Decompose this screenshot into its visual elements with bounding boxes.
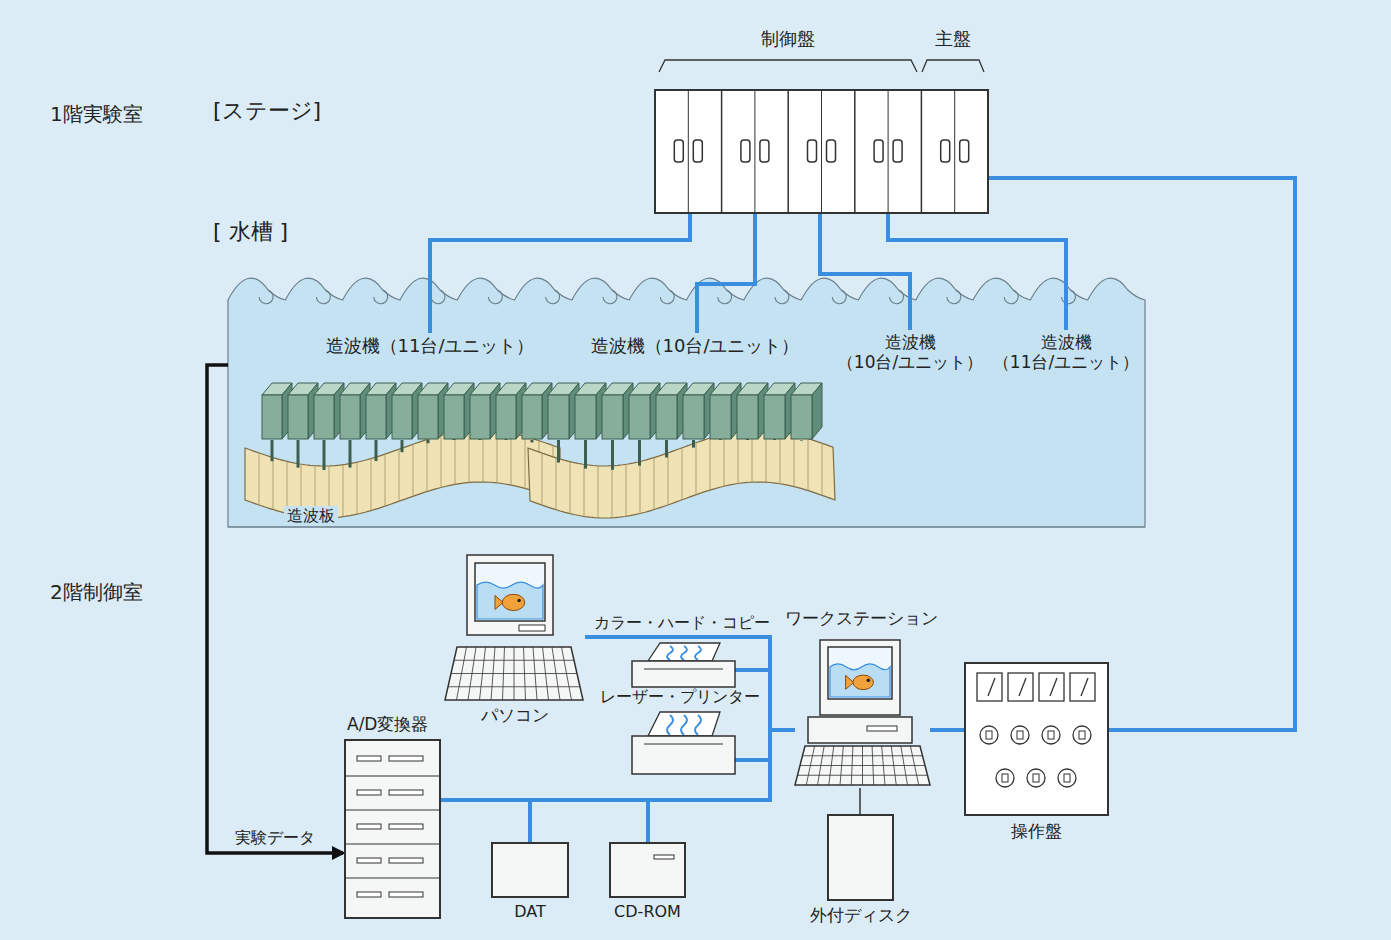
wave-curl xyxy=(603,290,617,304)
signal-line xyxy=(530,730,795,843)
personal-computer-icon xyxy=(445,555,585,703)
cdrom-drive-icon xyxy=(610,843,685,897)
wave-curl xyxy=(546,290,560,304)
data-arrow xyxy=(207,365,343,853)
node-sublabel: 主盤 xyxy=(920,28,986,50)
wave-curl xyxy=(488,290,502,304)
control-cabinet: 制御盤主盤 xyxy=(655,90,988,213)
tank-water xyxy=(228,278,1145,527)
node-label: [ 水槽 ] xyxy=(213,219,288,245)
floor-label: 2階制御室 xyxy=(50,580,143,604)
node-label: ワークステーション xyxy=(785,608,938,628)
node-label: レーザー・プリンター xyxy=(600,687,760,706)
operation-panel: 操作盤 xyxy=(965,663,1108,815)
part-name: 造波板 xyxy=(284,506,338,525)
wave-curl xyxy=(890,290,904,304)
wave-curl xyxy=(775,290,789,304)
laser-printer-icon xyxy=(632,712,735,774)
personal-computer: パソコン xyxy=(445,555,585,703)
signal-line xyxy=(697,213,755,333)
floor-label: 1階実験室 xyxy=(50,102,143,126)
signal-line xyxy=(988,178,1295,730)
wave-maker-unit: 造波機 （11台/ユニット） xyxy=(988,330,1144,378)
wave-curl xyxy=(1061,290,1075,304)
laser-printer: レーザー・プリンター xyxy=(632,712,735,774)
control-cabinet-icon xyxy=(655,90,988,213)
signal-line xyxy=(440,730,795,800)
external-disk-icon xyxy=(828,815,893,900)
node-label: 外付ディスク xyxy=(793,905,928,925)
signal-line xyxy=(859,788,861,815)
color-printer: カラー・ハード・コピー xyxy=(632,643,735,687)
wave-maker-unit: 造波機（10台/ユニット） xyxy=(575,333,815,359)
wave-tank: [ 水槽 ]造波機（11台/ユニット）造波機（10台/ユニット）造波機 （10台… xyxy=(228,265,1145,527)
wave-curl xyxy=(1004,290,1018,304)
ad-converter-icon xyxy=(345,740,440,918)
dat-drive-icon xyxy=(492,843,568,897)
wave-maker-unit: 造波機 （10台/ユニット） xyxy=(832,330,988,378)
signal-line xyxy=(930,728,965,732)
wave-curl xyxy=(374,290,388,304)
node-label: DAT xyxy=(492,902,568,921)
node-label: カラー・ハード・コピー xyxy=(594,613,770,632)
node-label: 造波機 （10台/ユニット） xyxy=(832,332,988,373)
signal-line xyxy=(430,213,690,333)
edge-label: 実験データ xyxy=(233,828,317,847)
workstation-icon xyxy=(795,640,930,788)
node-label: 造波機 （11台/ユニット） xyxy=(988,332,1144,373)
node-label: 造波機（11台/ユニット） xyxy=(310,335,550,357)
external-disk: 外付ディスク xyxy=(828,815,893,900)
node-label: CD-ROM xyxy=(605,902,690,921)
node-label: 造波機（10台/ユニット） xyxy=(575,335,815,357)
wave-curl xyxy=(947,290,961,304)
wave-curl xyxy=(431,290,445,304)
wave-curl xyxy=(718,290,732,304)
wave-curl xyxy=(660,290,674,304)
operation-panel-icon xyxy=(965,663,1108,815)
tank-bottom xyxy=(228,526,1145,527)
node-label: 制御盤 xyxy=(658,28,918,50)
wave-maker-drawing xyxy=(245,383,560,518)
cdrom-drive: CD-ROM xyxy=(610,843,685,897)
signal-line xyxy=(820,213,910,330)
area-label: [ステージ] xyxy=(213,98,321,124)
dat-drive: DAT xyxy=(492,843,568,897)
ad-converter: A/D変換器 xyxy=(345,740,440,918)
signal-line xyxy=(735,730,795,760)
workstation: ワークステーション xyxy=(795,640,930,788)
wave-curl xyxy=(259,290,273,304)
wave-maker-drawing xyxy=(528,383,835,518)
wave-curl xyxy=(832,290,846,304)
color-printer-icon xyxy=(632,643,735,687)
wave-curl xyxy=(316,290,330,304)
node-label: パソコン xyxy=(445,705,585,725)
node-label: 操作盤 xyxy=(965,821,1108,841)
wave-maker-unit: 造波機（11台/ユニット） xyxy=(310,333,550,359)
signal-line xyxy=(888,213,1066,330)
node-label: A/D変換器 xyxy=(347,714,428,734)
